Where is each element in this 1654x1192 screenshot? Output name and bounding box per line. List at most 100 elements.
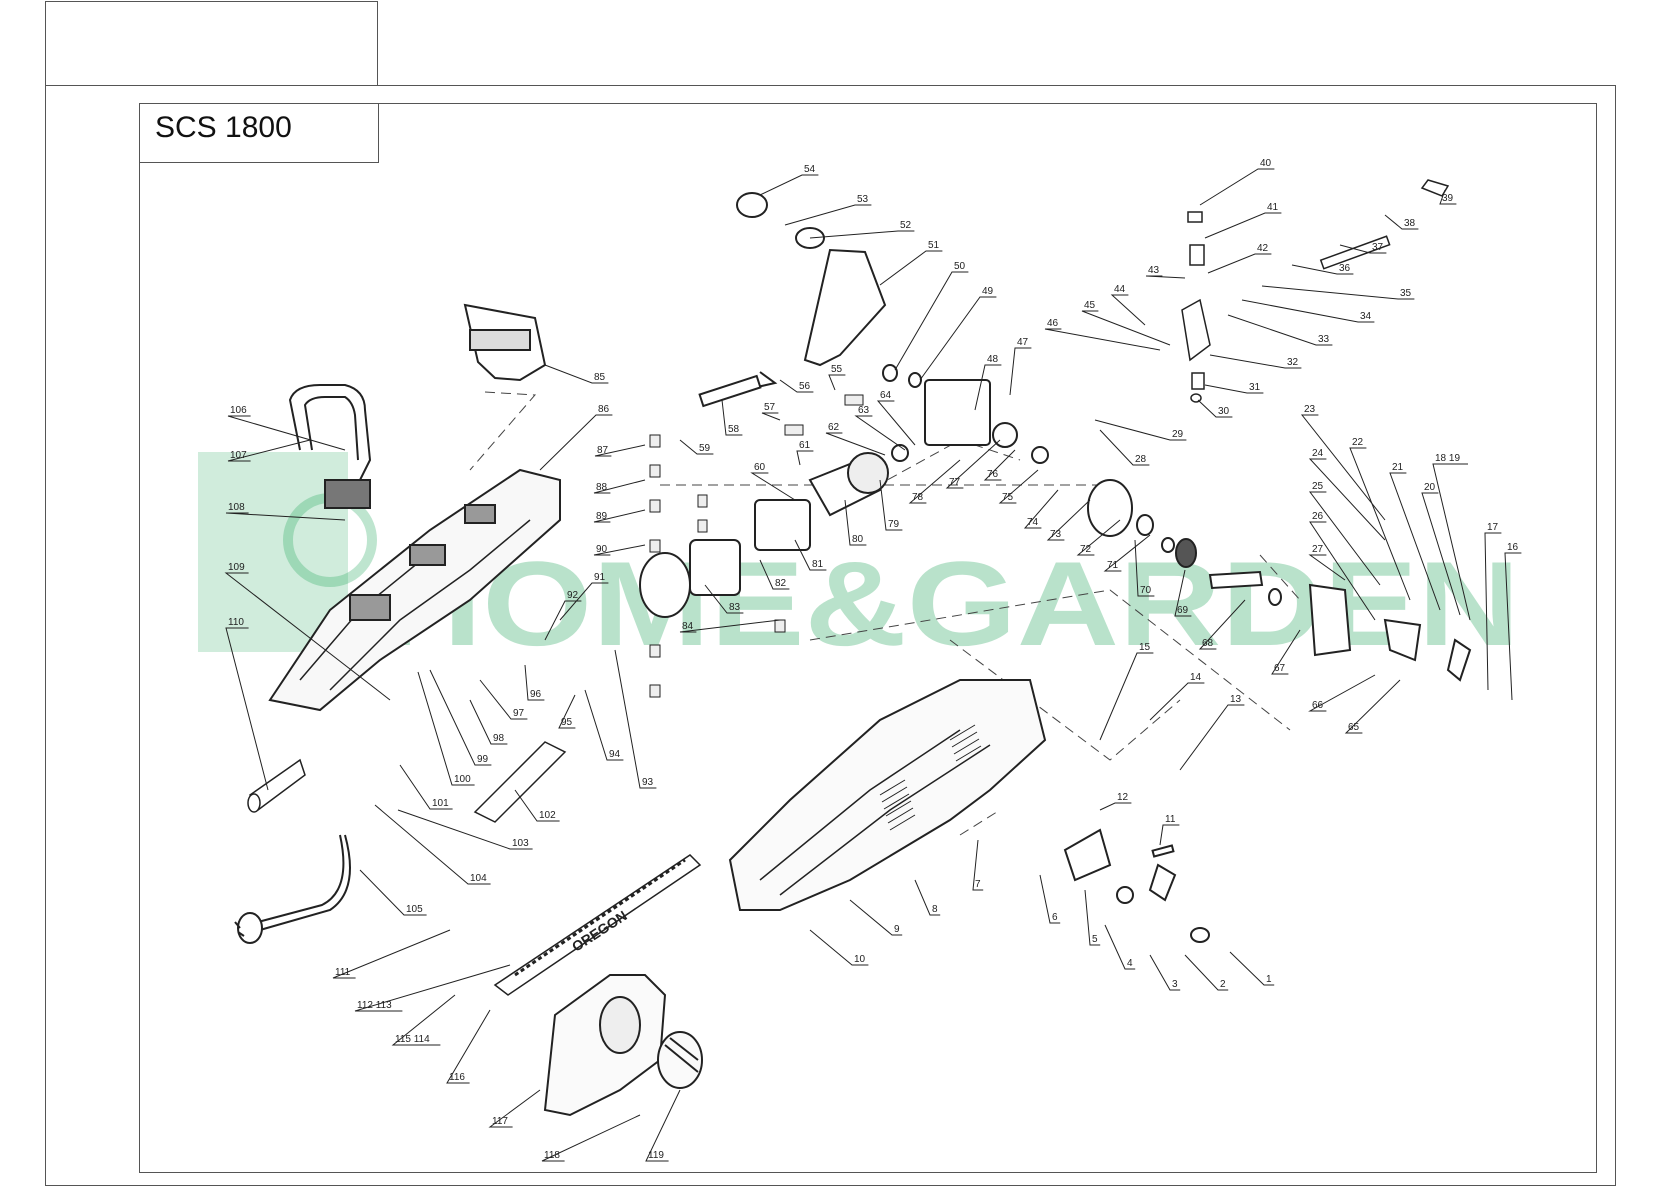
leader-line (879, 479, 903, 531)
part-label: 94 (609, 749, 621, 760)
power-cord (234, 834, 351, 944)
part-label: 32 (1287, 357, 1299, 368)
part-label: 65 (1348, 722, 1360, 733)
part-label: 75 (1002, 492, 1014, 503)
part-label: 34 (1360, 311, 1372, 322)
part-label: 50 (954, 261, 966, 272)
leader-line (1104, 924, 1136, 970)
main-housing (728, 679, 1047, 911)
part-label: 105 (406, 904, 423, 915)
part-label: 84 (682, 621, 694, 632)
part-label: 116 (449, 1072, 465, 1083)
part-label: 60 (754, 462, 766, 473)
leader-line (998, 469, 1039, 504)
part-label: 14 (1190, 672, 1202, 683)
part-label: 17 (1487, 522, 1499, 533)
leader-line (1149, 682, 1205, 721)
leader-line (514, 789, 560, 822)
leader-line (809, 929, 869, 966)
leader-line (1209, 354, 1302, 369)
leader-line (1308, 491, 1381, 586)
leader-line (645, 1089, 681, 1162)
leader-line (399, 764, 453, 810)
leader-line (1339, 244, 1387, 254)
part-label: 3 (1172, 979, 1178, 990)
leader-line (539, 414, 613, 471)
model-title-box (139, 103, 379, 163)
part-label: 104 (470, 873, 487, 884)
part-label: 97 (513, 708, 525, 719)
leader-line (1099, 429, 1150, 466)
sprocket-assembly (1087, 479, 1472, 682)
leader-line (779, 379, 814, 393)
part-label: 47 (1017, 337, 1029, 348)
leader-line (784, 204, 872, 226)
part-label: 37 (1372, 242, 1384, 253)
part-label: 86 (598, 404, 610, 415)
part-label: 56 (799, 381, 811, 392)
leader-line (374, 804, 491, 885)
cord-sleeve (473, 741, 567, 823)
leader-line (1344, 679, 1401, 734)
part-label: 42 (1257, 243, 1269, 254)
leader-line (332, 929, 451, 979)
part-label: 96 (530, 689, 542, 700)
part-label: 111 (335, 967, 351, 978)
part-label: 109 (228, 562, 245, 573)
part-label: 44 (1114, 284, 1126, 295)
part-label: 90 (596, 544, 608, 555)
part-label: 70 (1140, 585, 1152, 596)
leader-line (594, 444, 646, 457)
leader-line (679, 439, 714, 455)
leader-line (391, 994, 456, 1046)
leader-line (1084, 889, 1101, 946)
part-label: 6 (1052, 912, 1058, 923)
part-label: 108 (228, 502, 245, 513)
part-label: 80 (852, 534, 864, 545)
leader-line (1198, 599, 1246, 650)
part-label: 57 (764, 402, 776, 413)
handle-grip (247, 758, 306, 813)
leader-line (1081, 310, 1171, 346)
leader-line (1308, 458, 1386, 541)
leader-line (1197, 399, 1233, 418)
leader-line (1134, 539, 1155, 597)
leader-line (1174, 569, 1192, 617)
part-label: 18 19 (1435, 453, 1460, 464)
part-label: 2 (1220, 979, 1226, 990)
part-label: 99 (477, 754, 489, 765)
leader-line (704, 584, 744, 614)
leader-line (469, 699, 508, 745)
part-label: 110 (228, 617, 244, 628)
leader-line (593, 509, 646, 523)
rear-housing (268, 468, 561, 712)
leader-line (1207, 253, 1272, 274)
leader-line (809, 230, 915, 239)
leader-line (945, 439, 1001, 489)
leader-line (227, 439, 311, 462)
leader-line (1039, 874, 1061, 924)
leader-line (1300, 414, 1386, 521)
part-label: 9 (894, 924, 900, 935)
leader-line (593, 544, 646, 556)
part-label: 15 (1139, 642, 1151, 653)
leader-line (974, 364, 1002, 411)
part-label: 38 (1404, 218, 1416, 229)
part-label: 67 (1274, 663, 1286, 674)
leader-line (849, 899, 903, 936)
part-label: 88 (596, 482, 608, 493)
leader-line (1308, 674, 1376, 712)
drive-cover (1063, 828, 1210, 943)
leader-line (1384, 214, 1419, 230)
part-label: 118 (544, 1150, 560, 1161)
part-label: 46 (1047, 318, 1059, 329)
part-label: 12 (1117, 792, 1129, 803)
part-label: 69 (1177, 605, 1189, 616)
part-label: 115 114 (395, 1034, 430, 1045)
leader-line (1110, 294, 1146, 326)
leader-line (919, 296, 997, 381)
model-title: SCS 1800 (155, 111, 292, 144)
leader-line (750, 472, 796, 501)
leader-line (446, 1009, 491, 1084)
